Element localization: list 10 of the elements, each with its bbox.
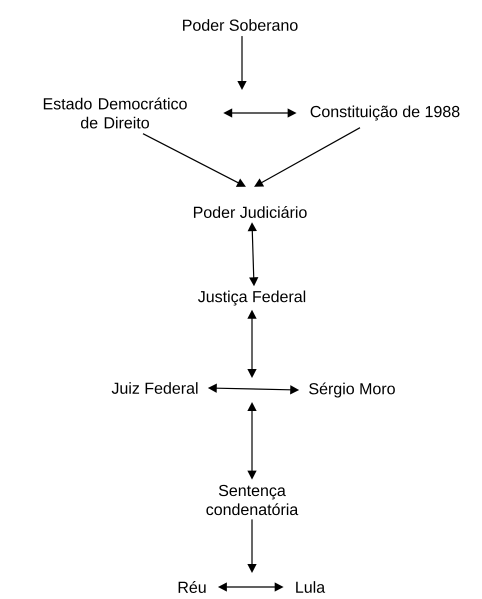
node-label: Lula [296, 581, 326, 593]
node-label: Réu [178, 581, 206, 593]
node-label: Sérgio Moro [309, 382, 395, 398]
node-label: Poder Soberano [183, 19, 298, 31]
node-label: Poder Judiciário [194, 206, 307, 218]
node-label: Sentença condenatória [206, 484, 298, 516]
node-label: Juiz Federal [112, 382, 198, 394]
node-label: Estado Democrático de Direito [44, 98, 187, 128]
node-label: Justiça Federal [198, 290, 306, 306]
node-label: Constituição de 1988 [310, 106, 460, 120]
